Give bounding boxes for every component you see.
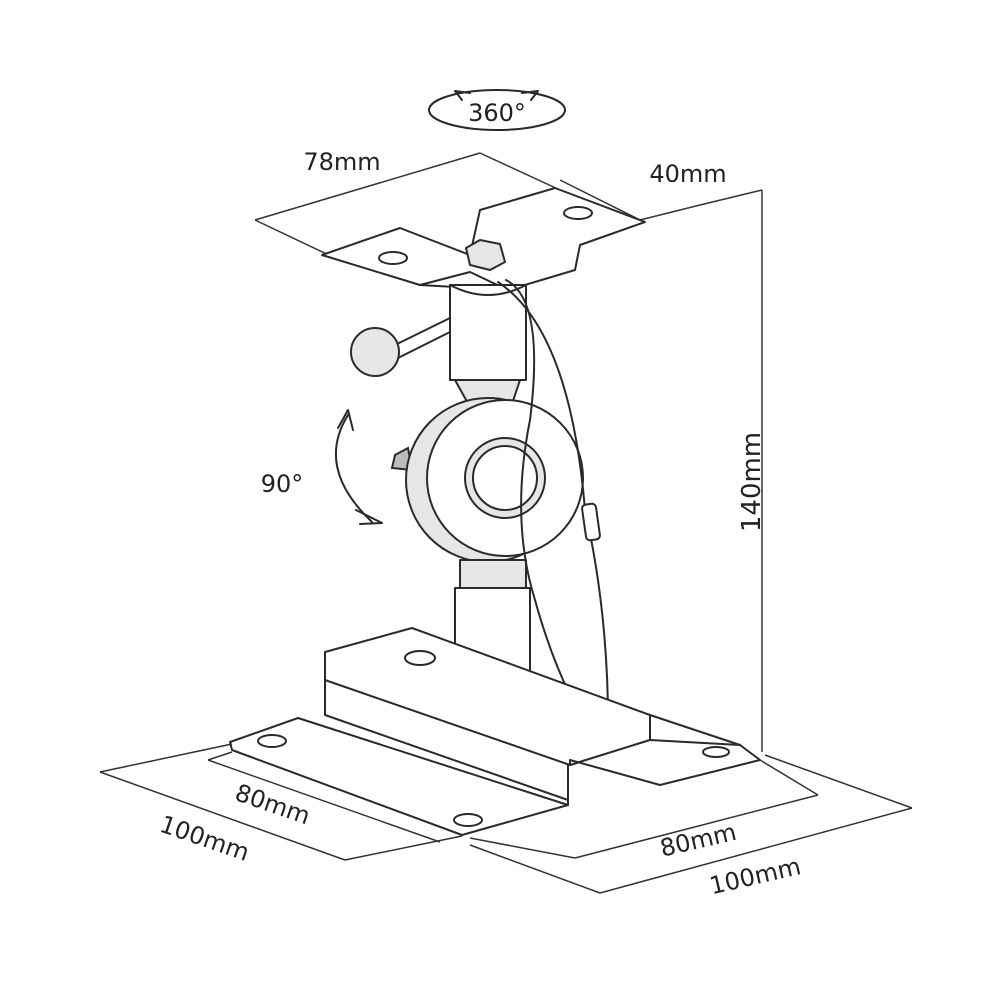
knob-stem	[394, 317, 451, 346]
tilt-90-indicator: 90°	[261, 409, 383, 525]
safety-cable-inner	[505, 279, 599, 743]
dim-ext-40	[639, 204, 701, 221]
dim-line-right-100	[599, 807, 913, 894]
dim-ext-78-left	[254, 219, 336, 259]
dim-78-label: 78mm	[303, 148, 380, 176]
tilt-arrow-bottom	[355, 509, 383, 525]
upper-column-body	[449, 284, 527, 381]
top-plate-slot-right	[563, 206, 593, 220]
dim-line-left-100	[99, 771, 346, 861]
top-plate-slot-left	[378, 251, 408, 265]
top-plate-body	[321, 187, 646, 291]
dim-left-80-label: 80mm	[232, 779, 314, 831]
tilt-arrow-top	[337, 409, 354, 431]
dim-40-label: 40mm	[649, 160, 726, 188]
top-plate	[321, 187, 646, 291]
dim-line-right-80	[574, 794, 819, 859]
base-hole-right	[702, 746, 730, 758]
lower-column-nut	[459, 559, 527, 589]
tilt-arc	[335, 414, 373, 523]
dim-right-80-label: 80mm	[657, 818, 739, 863]
base-plate	[229, 627, 761, 836]
base-hole-rear	[404, 650, 436, 666]
safety-cable	[497, 279, 610, 746]
tilt-90-label: 90°	[261, 470, 304, 498]
dim-line-left-80	[207, 759, 441, 843]
top-dimensions: 78mm 40mm	[254, 148, 727, 259]
dim-line-40	[559, 179, 641, 221]
dim-line-78	[254, 152, 481, 221]
base-hole-front	[453, 813, 483, 827]
rotation-360-label: 360°	[468, 99, 526, 127]
rotation-arrow-left	[454, 90, 471, 101]
rotation-360-indicator: 360°	[428, 89, 566, 131]
base-hole-left	[257, 734, 287, 748]
height-dimension: 140mm	[699, 189, 767, 752]
dim-left-100-label: 100mm	[156, 810, 253, 867]
locking-knob	[350, 327, 400, 377]
height-label: 140mm	[737, 432, 767, 532]
rotation-ellipse	[428, 89, 566, 131]
dim-ext-78-right	[479, 152, 561, 191]
base-left-flange	[229, 717, 569, 836]
cable-crimp	[581, 502, 601, 542]
swivel-joint	[390, 397, 584, 563]
rotation-arrow-right	[521, 90, 539, 101]
height-ext-top	[699, 189, 763, 206]
top-bolt	[465, 239, 506, 271]
